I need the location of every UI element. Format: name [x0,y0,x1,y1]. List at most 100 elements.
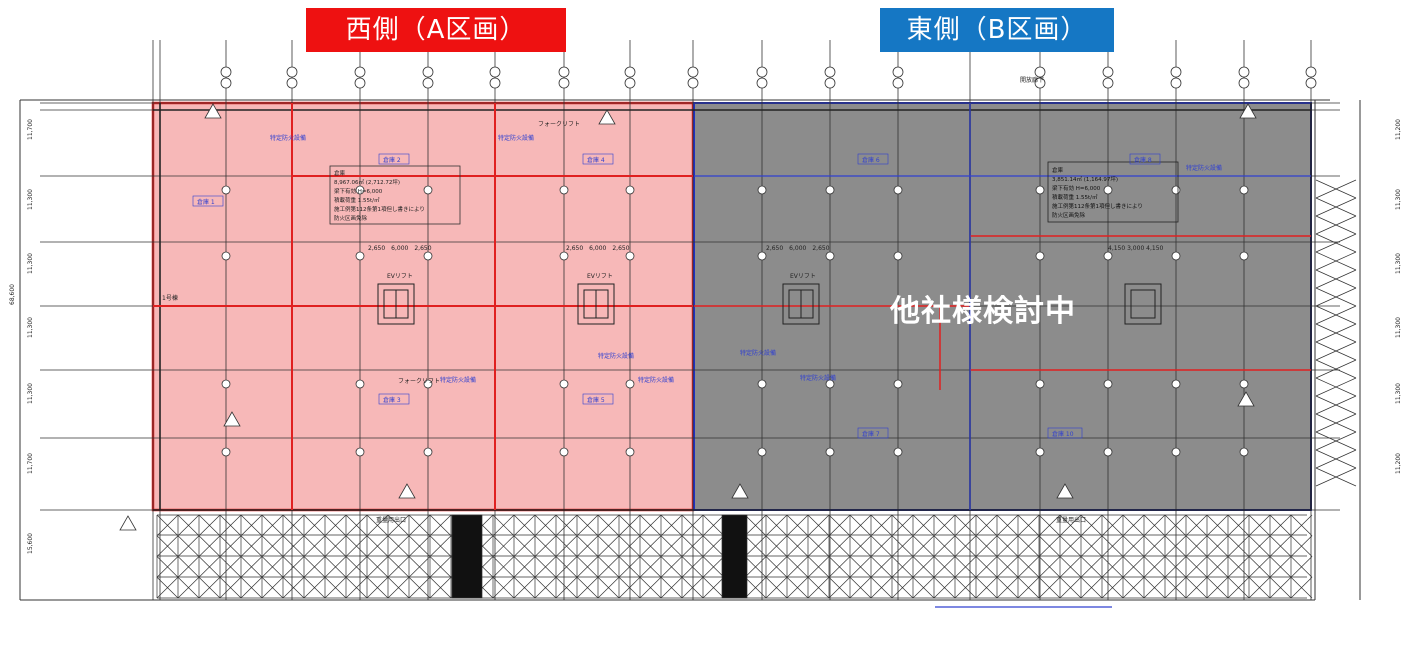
marker-triangle [1239,103,1257,119]
truss-brace [1101,577,1124,599]
column-marker [1171,251,1181,261]
truss-brace [408,556,431,578]
truss-brace [1164,535,1187,557]
column-marker [893,447,903,457]
truss-brace [1315,449,1357,469]
dimension-right: 11,300 [1395,383,1402,404]
truss-brace [177,514,200,536]
east-info-line: 施工例第112条第1項但し書きにより [1052,202,1143,210]
truss-brace [555,514,578,536]
truss-brace [324,556,347,578]
truss-brace [639,577,662,599]
dimension-right: 11,300 [1395,317,1402,338]
truss-brace [1315,359,1357,379]
elevator-east [782,283,1162,325]
truss-brace [240,514,263,536]
truss-brace [1248,514,1271,536]
grid-bubble [687,77,699,89]
truss-brace [1017,514,1040,536]
truss-brace [702,556,725,578]
truss-brace [1206,535,1229,557]
marker-triangle [223,411,241,427]
truss-brace [219,535,242,557]
east-info-line: 梁下有効 H=6,000 [1052,184,1101,192]
truss-brace [429,535,452,557]
truss-brace [744,556,767,578]
truss-brace [1122,577,1145,599]
truss-brace [1059,535,1082,557]
truss-brace [1185,535,1208,557]
column-marker [559,379,569,389]
fire-shutter-label: 特定防火設備 [598,352,634,360]
truss-brace [933,577,956,599]
truss-brace [303,577,326,599]
grid-bubble [489,66,501,78]
truss-brace [1248,535,1271,557]
truss-brace [534,556,557,578]
grid-bubble [1305,66,1317,78]
truss-brace [1101,514,1124,536]
truss-brace [891,535,914,557]
truss-brace [681,535,704,557]
truss-brace [1164,577,1187,599]
truss-brace [1164,556,1187,578]
column-marker [893,379,903,389]
truss-pillar [721,514,748,599]
truss-brace [1227,535,1250,557]
dimension-right: 11,300 [1395,189,1402,210]
truss-brace [1206,577,1229,599]
truss-brace [912,556,935,578]
grid-bubble [756,77,768,89]
column-marker [559,185,569,195]
truss-brace [765,535,788,557]
truss-brace [1080,556,1103,578]
column-marker [757,379,767,389]
grid-bubble [756,66,768,78]
dimension-right: 11,200 [1395,453,1402,474]
truss-brace [156,514,179,536]
truss-brace [870,556,893,578]
truss-brace [177,556,200,578]
grid-bubble [489,77,501,89]
elevator-label: EVリフト [587,273,613,280]
dimension-left: 11,300 [27,189,34,210]
truss-brace [303,556,326,578]
truss-brace [555,535,578,557]
column-marker [355,185,365,195]
marker-triangle [398,483,416,499]
truss-brace [849,514,872,536]
truss-brace [177,577,200,599]
truss-brace [1315,233,1357,253]
truss-brace [975,577,998,599]
east-info-line: 倉庫 [1052,166,1064,174]
truss-brace [597,556,620,578]
grid-bubble [824,77,836,89]
truss-brace [597,577,620,599]
grid-bubble [286,77,298,89]
grid-bubble [1034,66,1046,78]
truss-brace [1290,577,1313,599]
truss-brace [1017,535,1040,557]
truss-brace [597,514,620,536]
truss-brace [1164,514,1187,536]
truss-brace [492,556,515,578]
truss-brace [996,556,1019,578]
truss-brace [1059,556,1082,578]
truss-brace [618,535,641,557]
truss-brace [156,535,179,557]
truss-brace [1315,197,1357,217]
grid-bubble [1102,77,1114,89]
truss-brace [975,556,998,578]
loading-label: 重量用出口 [376,516,406,524]
grid-bubble [422,77,434,89]
column-marker [1035,251,1045,261]
truss-brace [807,535,830,557]
under-review-label: 他社様検討中 [890,294,1076,329]
truss-brace [345,514,368,536]
dimension-label: 2,650 6,000 2,650 [766,245,830,252]
truss-brace [849,535,872,557]
truss-brace [1315,179,1357,199]
truss-brace [954,514,977,536]
truss-brace [1227,556,1250,578]
truss-brace [1059,514,1082,536]
